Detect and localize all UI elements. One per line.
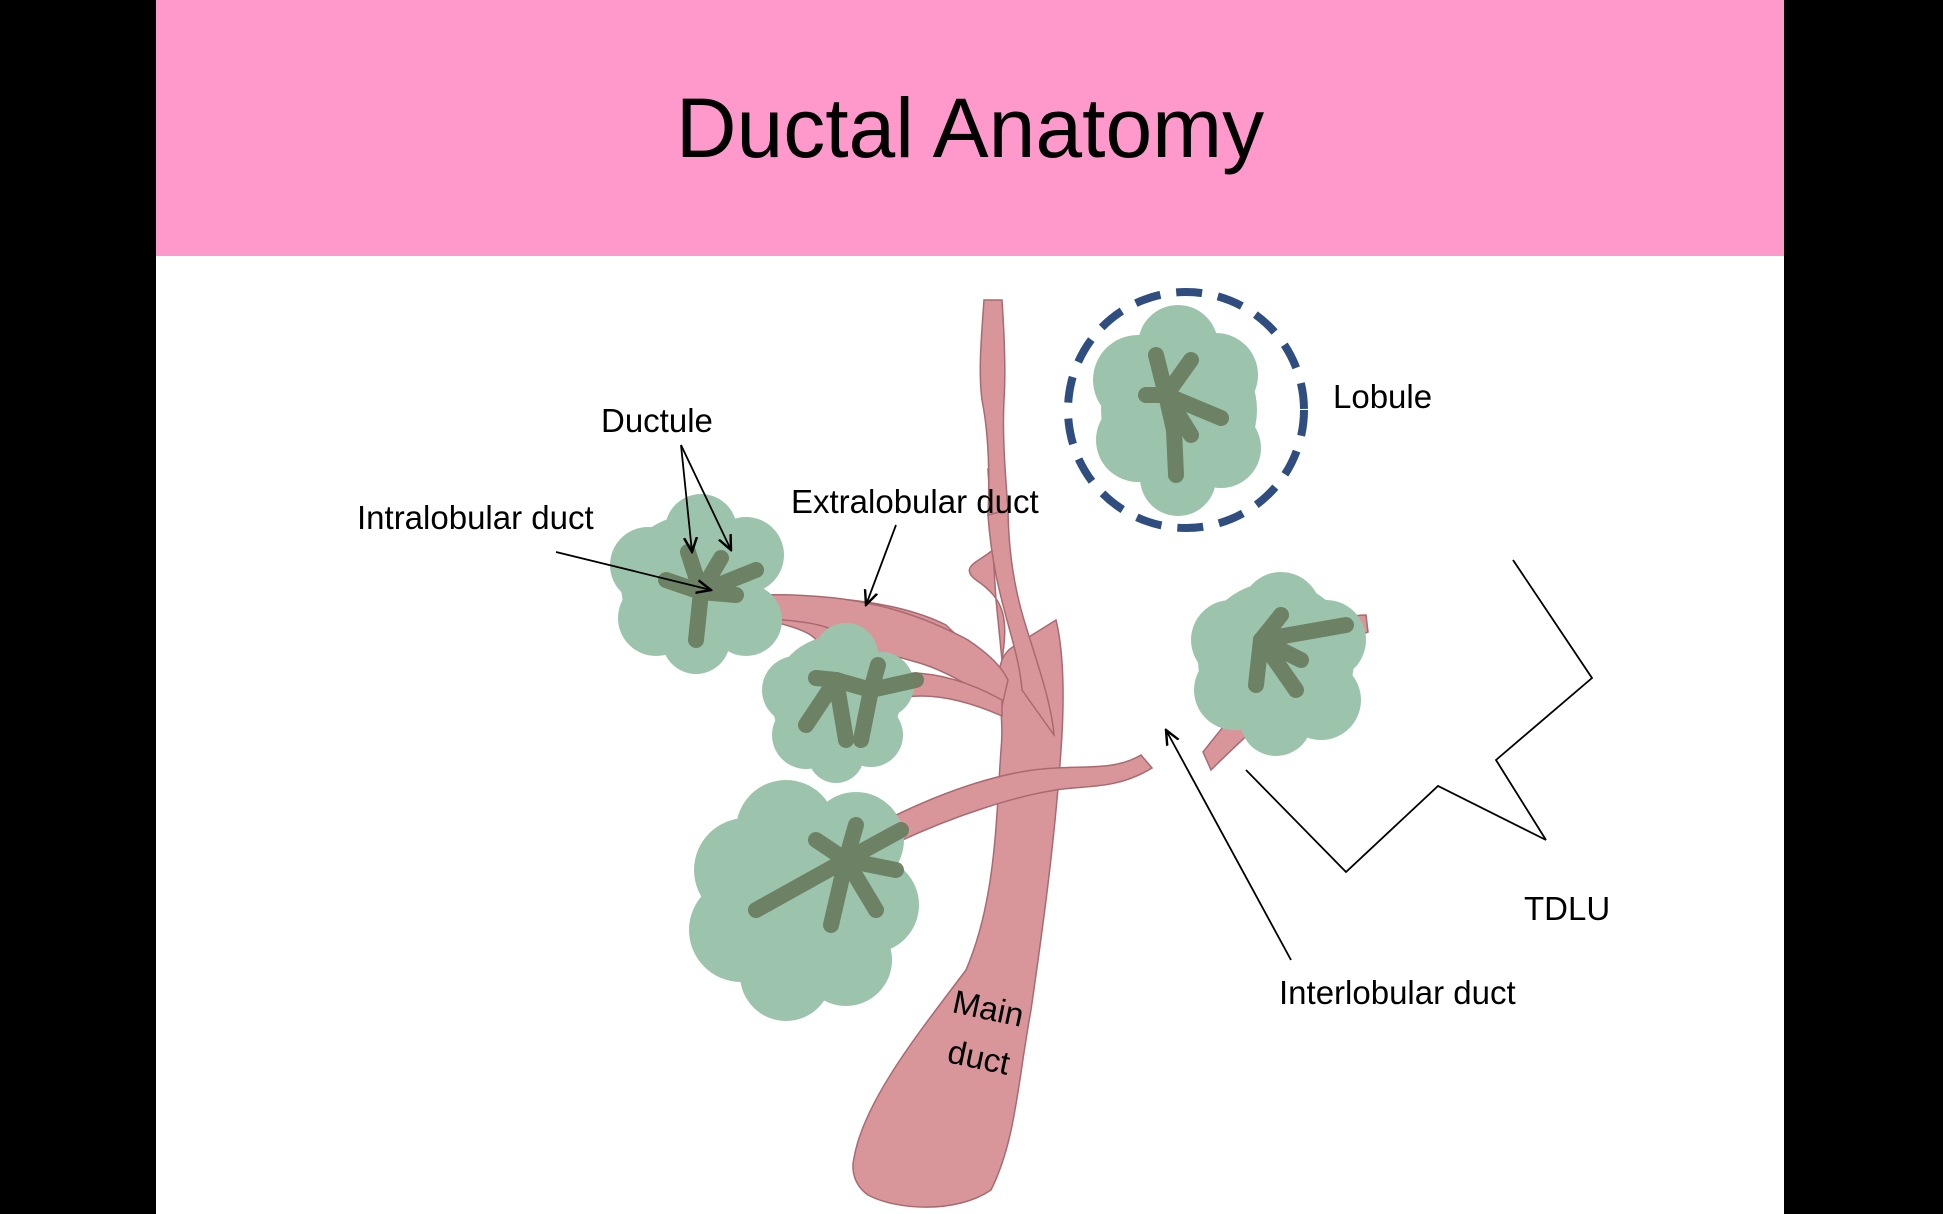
title-band [156,0,1784,256]
ductule-arrow-2 [680,444,731,550]
label-intralobular-duct: Intralobular duct [357,499,594,536]
branch-top [979,299,1009,516]
intralobular-arrow [555,551,711,590]
ductule-arrow-1 [680,444,692,552]
label-ductule: Ductule [601,402,713,439]
tdlu-bracket [1245,559,1594,874]
extralobular-arrow [866,524,897,605]
leader-lines [555,444,1292,961]
slide: Ductal Anatomy [156,0,1784,1214]
upper-trunk [987,503,1055,738]
label-interlobular-duct: Interlobular duct [1279,974,1516,1011]
slide-title: Ductal Anatomy [675,81,1265,175]
label-lobule: Lobule [1333,378,1432,415]
ductules-right [1248,607,1354,698]
interlobular-arrow [1166,730,1292,961]
ductules-middle-left [798,657,924,748]
ductules [658,347,1354,933]
ductal-anatomy-diagram: Ductule Intralobular duct Extralobular d… [357,288,1610,1208]
main-duct [852,618,1064,1208]
ductules-lower-left [748,817,909,933]
branch-lower-left [884,754,1154,843]
lobule-lower-left [689,780,919,1021]
lobule-highlight-circle [1064,288,1308,532]
label-extralobular-duct: Extralobular duct [791,483,1039,520]
ductules-top [1138,347,1229,483]
label-tdlu: TDLU [1524,890,1610,927]
